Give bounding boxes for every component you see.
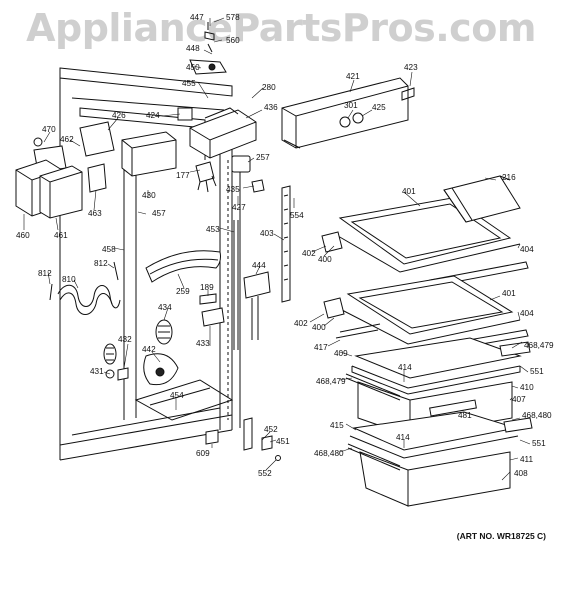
light-lens-259 [145, 250, 221, 283]
callout-259: 259 [176, 287, 190, 296]
callout-455: 455 [182, 79, 196, 88]
callout-448: 448 [186, 44, 200, 53]
crisper-cover-415 [349, 411, 533, 459]
callout-400-upper: 400 [318, 255, 332, 264]
callout-414-upper: 414 [398, 363, 412, 372]
lower-glass-shelf-401 [323, 275, 529, 353]
callout-280: 280 [262, 83, 276, 92]
callout-560: 560 [226, 36, 240, 45]
small-components [103, 271, 281, 461]
callout-415: 415 [330, 421, 344, 430]
art-number: (ART NO. WR18725 C) [456, 531, 546, 541]
callout-404-upper: 404 [520, 245, 534, 254]
callout-421: 421 [346, 72, 360, 81]
callout-427: 427 [232, 203, 246, 212]
callout-426: 426 [112, 111, 126, 120]
callout-470: 470 [42, 125, 56, 134]
shelf-ladder-403 [281, 185, 291, 303]
callout-463: 463 [88, 209, 102, 218]
watermark: AppliancePartsPros.com [26, 6, 536, 50]
snack-pan-216 [443, 175, 521, 223]
callout-411: 411 [520, 455, 533, 464]
callout-400-lower: 400 [312, 323, 326, 332]
callout-189: 189 [200, 283, 214, 292]
callout-468-479-left: 468,479 [316, 377, 346, 386]
callout-425: 425 [372, 103, 386, 112]
callout-301: 301 [344, 101, 358, 110]
callout-468-480-left: 468,480 [314, 449, 344, 458]
callout-468-480-right: 468,480 [522, 411, 552, 420]
leader-lines [23, 17, 531, 481]
callout-402-lower: 402 [294, 319, 308, 328]
callout-436: 436 [264, 103, 278, 112]
crisper-drawer-408 [347, 443, 511, 507]
callout-442: 442 [142, 345, 156, 354]
damper-control-cluster [189, 22, 227, 75]
heater-810 [49, 261, 121, 315]
callout-578: 578 [226, 13, 240, 22]
callout-403: 403 [260, 229, 274, 238]
callout-414-lower: 414 [396, 433, 410, 442]
callout-812-mid: 812 [94, 259, 108, 268]
light-shield-421 [281, 77, 415, 149]
control-housing-436 [177, 107, 257, 159]
callout-409: 409 [334, 349, 348, 358]
callout-257: 257 [256, 153, 270, 162]
callout-401-lower: 401 [502, 289, 516, 298]
callout-552: 552 [258, 469, 272, 478]
callout-216: 216 [502, 173, 516, 182]
cabinet-liner [59, 67, 241, 461]
callout-labels: 447 578 560 448 450 455 280 421 423 436 … [16, 13, 554, 478]
callout-458: 458 [102, 245, 116, 254]
fan-motor-parts [195, 155, 265, 193]
callout-432: 432 [118, 335, 132, 344]
callout-430: 430 [142, 191, 156, 200]
callout-423: 423 [404, 63, 418, 72]
callout-177: 177 [176, 171, 190, 180]
callout-424: 424 [146, 111, 160, 120]
callout-462: 462 [60, 135, 74, 144]
callout-551-lower: 551 [532, 439, 546, 448]
callout-435: 435 [226, 185, 240, 194]
left-duct-assemblies [15, 121, 177, 219]
callout-812-left: 812 [38, 269, 52, 278]
callout-609: 609 [196, 449, 210, 458]
callout-401-upper: 401 [402, 187, 416, 196]
rail-tube-453 [233, 220, 239, 350]
callout-410: 410 [520, 383, 534, 392]
callout-461: 461 [54, 231, 68, 240]
callout-431: 431 [90, 367, 104, 376]
callout-468-479-right: 468,479 [524, 341, 554, 350]
callout-454: 454 [170, 391, 184, 400]
callout-551-upper: 551 [530, 367, 544, 376]
callout-450: 450 [186, 63, 200, 72]
callout-433: 433 [196, 339, 210, 348]
callout-460: 460 [16, 231, 30, 240]
callout-457: 457 [152, 209, 166, 218]
callout-452: 452 [264, 425, 278, 434]
crisper-cover-409 [351, 337, 522, 395]
callout-453: 453 [206, 225, 220, 234]
callout-407: 407 [512, 395, 526, 404]
callout-554: 554 [290, 211, 304, 220]
callout-481: 481 [458, 411, 472, 420]
callout-451: 451 [276, 437, 290, 446]
callout-447: 447 [190, 13, 204, 22]
callout-434: 434 [158, 303, 172, 312]
callout-444: 444 [252, 261, 266, 270]
callout-417: 417 [314, 343, 328, 352]
callout-408: 408 [514, 469, 528, 478]
callout-402-upper: 402 [302, 249, 316, 258]
callout-404-lower: 404 [520, 309, 534, 318]
callout-810: 810 [62, 275, 76, 284]
